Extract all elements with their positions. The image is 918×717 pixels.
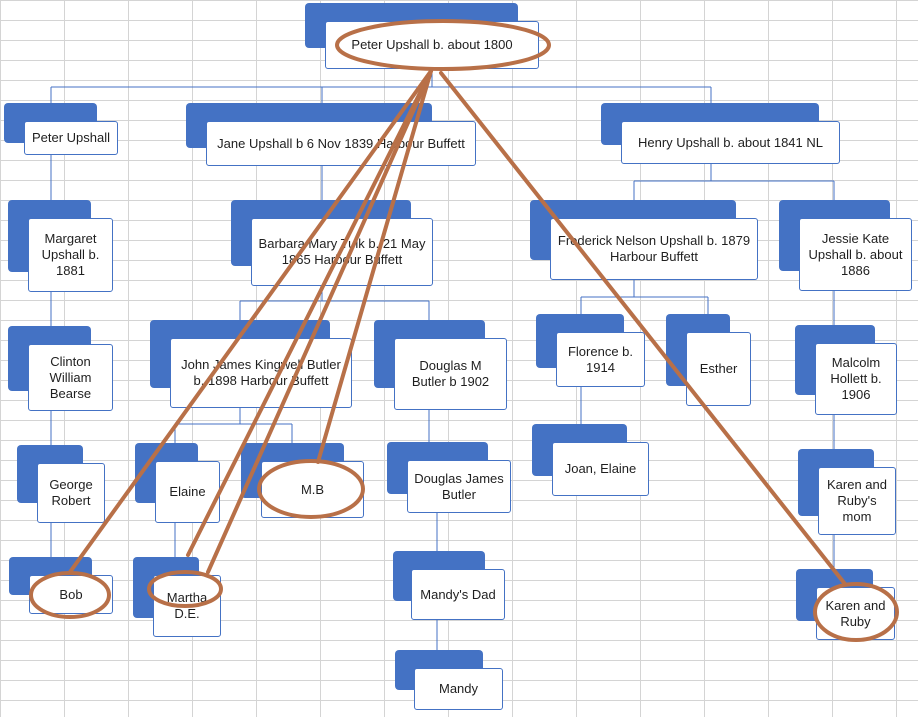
node-mandys-dad[interactable]: Mandy's Dad xyxy=(411,569,505,620)
node-label-florence: Florence b. 1914 xyxy=(567,343,634,375)
connector-root xyxy=(50,69,712,103)
node-label-barbara: Barbara Mary Tulk b. 21 May 1865 Harbour… xyxy=(258,236,426,267)
node-elaine[interactable]: Elaine xyxy=(155,461,220,523)
connector-henry xyxy=(633,164,835,200)
node-margaret[interactable]: Margaret Upshall b. 1881 xyxy=(28,218,113,292)
node-label-henry: Henry Upshall b. about 1841 NL xyxy=(637,134,823,150)
node-label-douglas-m: Douglas M Butler b 1902 xyxy=(411,358,490,389)
node-label-george: George Robert xyxy=(49,477,93,508)
node-henry[interactable]: Henry Upshall b. about 1841 NL xyxy=(621,121,840,164)
node-bob[interactable]: Bob xyxy=(29,575,113,614)
node-label-root: Peter Upshall b. about 1800 xyxy=(351,37,513,52)
node-karen-mom[interactable]: Karen and Ruby's mom xyxy=(818,467,896,535)
node-label-douglas-j: Douglas James Butler xyxy=(414,470,504,502)
node-label-karen-mom: Karen and Ruby's mom xyxy=(827,477,887,524)
node-florence[interactable]: Florence b. 1914 xyxy=(556,332,645,387)
node-label-margaret: Margaret Upshall b. 1881 xyxy=(41,231,100,278)
node-label-bob: Bob xyxy=(59,586,83,602)
node-label-karen-ruby: Karen and Ruby xyxy=(825,597,886,629)
node-label-jessie: Jessie Kate Upshall b. about 1886 xyxy=(808,230,903,278)
node-douglas-m[interactable]: Douglas M Butler b 1902 xyxy=(394,338,507,410)
node-label-jane: Jane Upshall b 6 Nov 1839 Harbour Buffet… xyxy=(217,135,465,151)
node-label-peter: Peter Upshall xyxy=(31,130,111,145)
node-jessie[interactable]: Jessie Kate Upshall b. about 1886 xyxy=(799,218,912,291)
node-mb[interactable]: M.B xyxy=(261,461,364,518)
node-label-elaine: Elaine xyxy=(169,484,206,499)
node-george[interactable]: George Robert xyxy=(37,463,105,523)
node-jane[interactable]: Jane Upshall b 6 Nov 1839 Harbour Buffet… xyxy=(206,121,476,166)
node-label-john: John James Kingwell Butler b. 1898 Harbo… xyxy=(181,357,341,388)
node-label-mb: M.B xyxy=(300,481,325,497)
node-label-mandy: Mandy xyxy=(438,681,479,696)
node-peter[interactable]: Peter Upshall xyxy=(24,121,118,155)
node-barbara[interactable]: Barbara Mary Tulk b. 21 May 1865 Harbour… xyxy=(251,218,433,286)
node-label-malcolm: Malcolm Hollett b. 1906 xyxy=(830,355,882,402)
node-douglas-j[interactable]: Douglas James Butler xyxy=(407,460,511,513)
node-label-frederick: Frederick Nelson Upshall b. 1879 Harbour… xyxy=(557,233,751,264)
node-clinton[interactable]: Clinton William Bearse xyxy=(28,344,113,411)
node-label-martha: Martha D.E. xyxy=(166,590,208,621)
node-esther[interactable]: Esther xyxy=(686,332,751,406)
node-mandy[interactable]: Mandy xyxy=(414,668,503,710)
node-root[interactable]: Peter Upshall b. about 1800 xyxy=(325,21,539,69)
node-karen-ruby[interactable]: Karen and Ruby xyxy=(816,587,895,640)
node-malcolm[interactable]: Malcolm Hollett b. 1906 xyxy=(815,343,897,415)
connector-frederick xyxy=(580,280,709,314)
node-john[interactable]: John James Kingwell Butler b. 1898 Harbo… xyxy=(170,338,352,408)
node-label-esther: Esther xyxy=(699,361,738,376)
connector-barbara xyxy=(239,286,430,320)
connector-john xyxy=(174,408,293,443)
node-label-joan: Joan, Elaine xyxy=(564,461,637,476)
node-label-mandys-dad: Mandy's Dad xyxy=(420,586,496,602)
node-label-clinton: Clinton William Bearse xyxy=(49,353,92,401)
node-martha[interactable]: Martha D.E. xyxy=(153,575,221,637)
node-joan[interactable]: Joan, Elaine xyxy=(552,442,649,496)
node-frederick[interactable]: Frederick Nelson Upshall b. 1879 Harbour… xyxy=(550,218,758,280)
